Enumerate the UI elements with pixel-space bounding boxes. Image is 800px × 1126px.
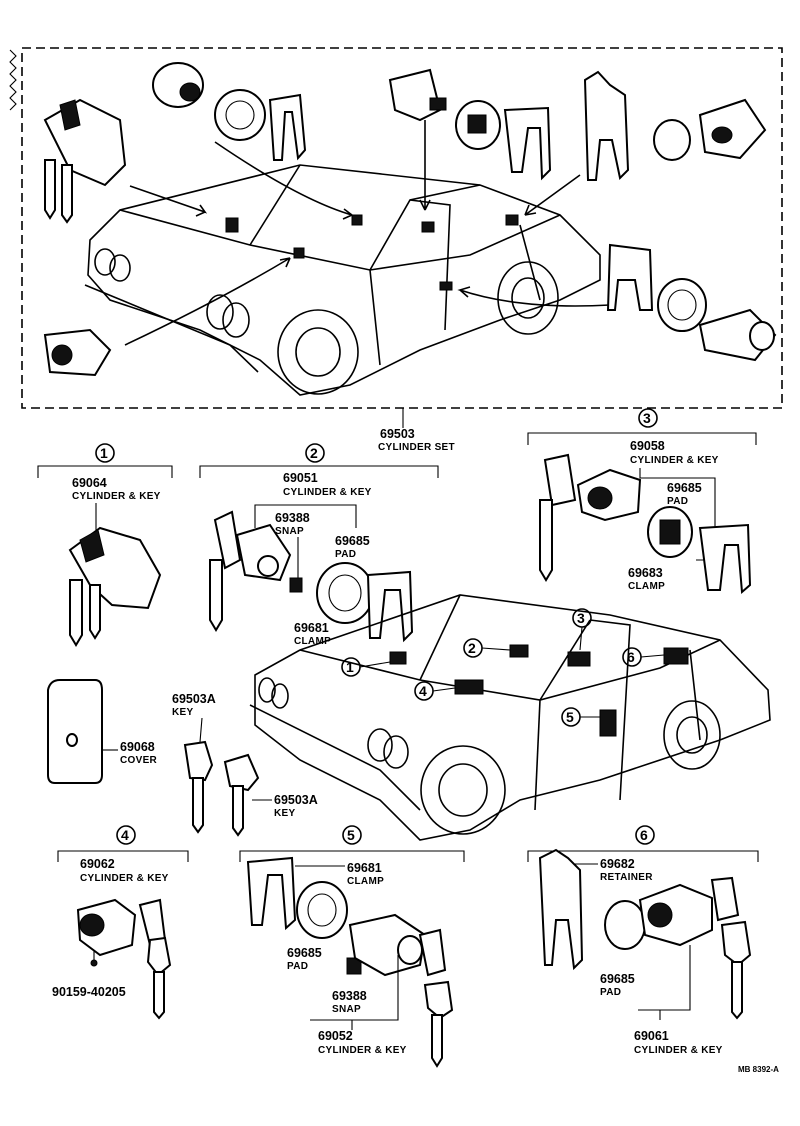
group-6-badge <box>635 825 655 845</box>
group-2-name: CYLINDER & KEY <box>283 487 372 498</box>
g5-snap-part: 69388 <box>332 989 367 1003</box>
key-a-part: 69503A <box>172 692 216 706</box>
group-3-number: 3 <box>643 410 651 426</box>
cover-sketch <box>47 679 103 784</box>
group-6-name: CYLINDER & KEY <box>634 1045 723 1056</box>
car-callout-6: 6 <box>627 649 635 665</box>
g5-clamp-part: 69681 <box>347 861 382 875</box>
group-1-number: 1 <box>100 445 108 461</box>
cylinder-set-part: 69503 <box>380 427 415 441</box>
group-3: 3 69058 CYLINDER & KEY 69685 PAD 69683 C… <box>527 408 757 595</box>
g2-clamp-part: 69681 <box>294 621 329 635</box>
key-a-name: KEY <box>172 707 193 718</box>
group-4-part: 69062 <box>80 857 115 871</box>
group-5-badge <box>342 825 362 845</box>
top-parts-sketches <box>43 62 777 377</box>
car-callout-2: 2 <box>468 640 476 656</box>
group-1-name: CYLINDER & KEY <box>72 491 161 502</box>
group-6-cylinder-sketch <box>638 883 713 947</box>
group-4-badge <box>116 825 136 845</box>
g3-clamp-name: CLAMP <box>628 581 665 592</box>
g2-snap-part: 69388 <box>275 511 310 525</box>
group-1: 1 69064 CYLINDER & KEY <box>37 443 173 647</box>
key-b-sketch <box>223 753 260 792</box>
cylinder-set-frame <box>9 47 783 409</box>
group-2-number: 2 <box>310 445 318 461</box>
g2-snap-name: SNAP <box>275 526 304 537</box>
group-3-badge <box>638 408 658 428</box>
group-1-part: 69064 <box>72 476 107 490</box>
g5-pad-name: PAD <box>287 961 308 972</box>
group-5: 5 69681 CLAMP 69685 PAD 69388 SNAP 69052… <box>239 825 465 1068</box>
group-5-part: 69052 <box>318 1029 353 1043</box>
g3-pad-name: PAD <box>667 496 688 507</box>
group-2-part: 69051 <box>283 471 318 485</box>
cover-part: 69068 <box>120 740 155 754</box>
car-callout-1: 1 <box>346 659 354 675</box>
key-a-sketch <box>183 740 214 782</box>
car-callout-3: 3 <box>577 610 585 626</box>
group-6-number: 6 <box>640 827 648 843</box>
group-6-part: 69061 <box>634 1029 669 1043</box>
group-5-name: CYLINDER & KEY <box>318 1045 407 1056</box>
g3-pad-part: 69685 <box>667 481 702 495</box>
group-5-number: 5 <box>347 827 355 843</box>
g4-screw-part: 90159-40205 <box>52 985 126 999</box>
g6-retainer-name: RETAINER <box>600 872 653 883</box>
group-6: 6 69682 RETAINER 69685 PAD 69061 CYLINDE… <box>527 825 759 1056</box>
cover-name: COVER <box>120 755 158 766</box>
car-callout-4: 4 <box>419 683 427 699</box>
g6-pad-name: PAD <box>600 987 621 998</box>
g2-pad-name: PAD <box>335 549 356 560</box>
g5-snap-name: SNAP <box>332 1004 361 1015</box>
top-car-illustration <box>84 164 601 396</box>
g6-retainer-part: 69682 <box>600 857 635 871</box>
group-4-number: 4 <box>121 827 129 843</box>
cylinder-set-name: CYLINDER SET <box>378 442 455 453</box>
group-1-badge <box>95 443 115 463</box>
key-b-part: 69503A <box>274 793 318 807</box>
g5-clamp-name: CLAMP <box>347 876 384 887</box>
group-2-badge <box>305 443 325 463</box>
key-b-name: KEY <box>274 808 295 819</box>
g2-clamp-name: CLAMP <box>294 636 331 647</box>
cover-and-keys: 69068 COVER 69503A KEY 69503A KEY <box>47 679 318 837</box>
g2-pad-part: 69685 <box>335 534 370 548</box>
middle-car-callouts: 1 2 3 4 5 6 <box>341 608 689 737</box>
group-3-name: CYLINDER & KEY <box>630 455 719 466</box>
group-4: 4 69062 CYLINDER & KEY 90159-40205 <box>52 825 189 1020</box>
group-3-part: 69058 <box>630 439 665 453</box>
g3-clamp-part: 69683 <box>628 566 663 580</box>
car-callout-5: 5 <box>566 709 574 725</box>
reference-code: MB 8392-A <box>738 1065 779 1074</box>
group-2: 2 69051 CYLINDER & KEY 69388 SNAP 69685 … <box>199 443 439 647</box>
g6-pad-part: 69685 <box>600 972 635 986</box>
g5-pad-part: 69685 <box>287 946 322 960</box>
group-4-name: CYLINDER & KEY <box>80 873 169 884</box>
top-arrows <box>124 120 611 346</box>
